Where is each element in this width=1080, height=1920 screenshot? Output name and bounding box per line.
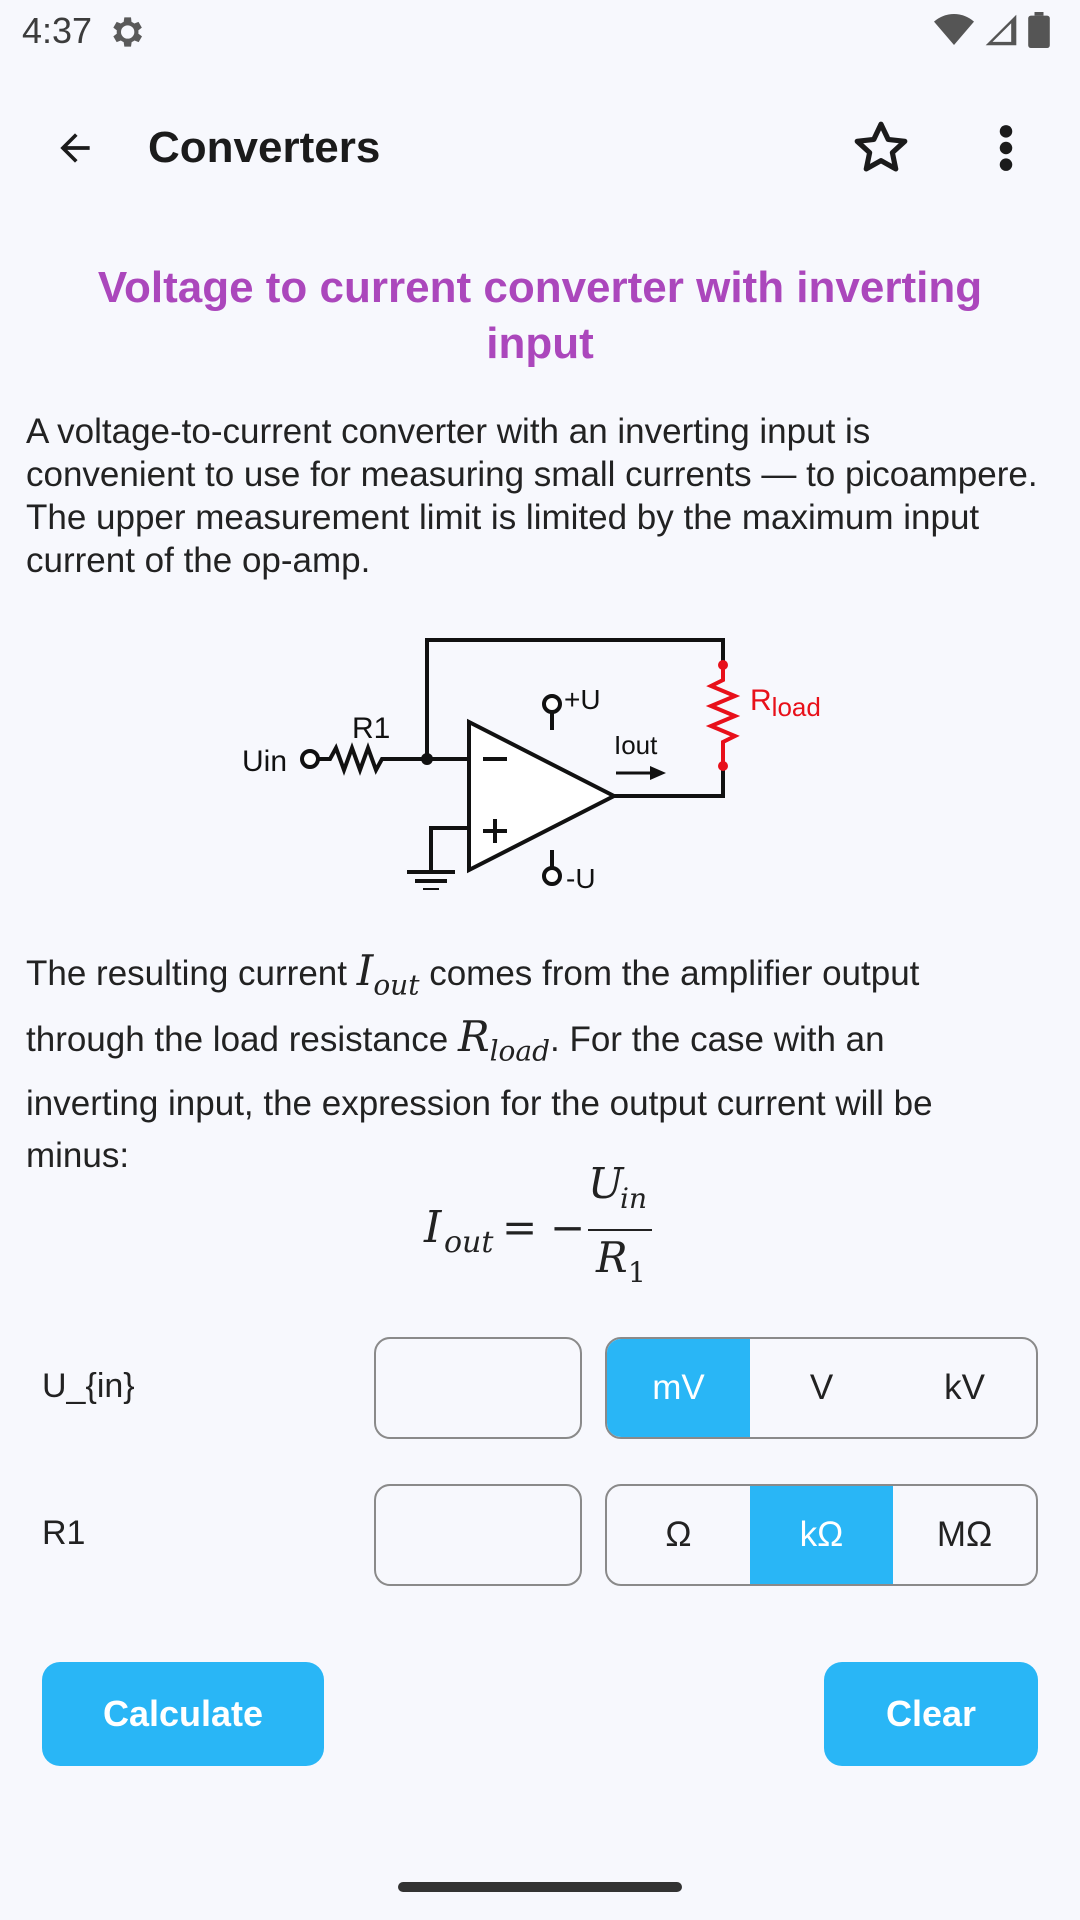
plus-u-label: +U — [564, 684, 601, 715]
formula-lhs-sub: out — [444, 1225, 494, 1260]
gear-icon — [113, 17, 142, 47]
minus-u-label: -U — [566, 863, 596, 890]
star-outline-icon — [854, 121, 908, 172]
signal-icon — [985, 14, 1017, 46]
formula: I out = − U in R 1 — [423, 1160, 652, 1289]
formula-minus: − — [550, 1203, 585, 1252]
app-bar-title: Converters — [148, 123, 381, 172]
uin-unit-selector: mV V kV — [605, 1337, 1038, 1439]
uin-label: Uin — [242, 745, 287, 778]
battery-icon — [1028, 12, 1050, 48]
clear-button[interactable]: Clear — [824, 1662, 1038, 1766]
formula-den-main: R — [595, 1233, 628, 1282]
r1-unit-selector: Ω kΩ MΩ — [605, 1484, 1038, 1586]
unit-option-mv[interactable]: mV — [607, 1339, 750, 1437]
unit-option-kv[interactable]: kV — [944, 1368, 985, 1407]
more-vert-icon — [999, 125, 1013, 171]
rload-sub-inline: load — [489, 1034, 551, 1068]
formula-den-sub: 1 — [628, 1256, 646, 1289]
intro-paragraph: A voltage-to-current converter with an i… — [26, 412, 1038, 580]
rload-main-inline: R — [457, 1012, 490, 1062]
more-options-button[interactable] — [976, 116, 1036, 180]
unit-option-v[interactable]: V — [809, 1368, 834, 1407]
op-amp-symbol — [467, 718, 619, 874]
rload-symbol: Rload — [457, 1012, 550, 1067]
favorite-button[interactable] — [846, 116, 916, 180]
op-amp-plus-sign — [483, 819, 507, 843]
circuit-diagram: R1 Uin +U -U Iout Rload — [242, 638, 821, 890]
uin-value-input[interactable] — [374, 1337, 582, 1439]
iout-symbol: Iout — [356, 946, 420, 1001]
status-time: 4:37 — [22, 10, 93, 51]
circuit-wires — [318, 638, 725, 890]
formula-equals: = — [502, 1203, 537, 1252]
page-title: Voltage to current converter with invert… — [97, 263, 983, 368]
rload-sub: load — [772, 692, 821, 722]
para2-text-3: through the load resistance — [26, 1020, 458, 1060]
plus-supply-terminal — [542, 694, 562, 714]
formula-num-main: U — [588, 1160, 625, 1208]
para2-text-2: comes from the amplifier output — [419, 954, 920, 993]
status-bar: 4:37 — [0, 0, 1080, 64]
para2-text-6: minus: — [26, 1135, 130, 1175]
unit-option-mohm[interactable]: MΩ — [936, 1515, 993, 1554]
r1-label: R1 — [352, 712, 390, 745]
unit-option-ohm[interactable]: Ω — [665, 1515, 692, 1554]
load-resistor — [705, 660, 741, 771]
para2-text-5: inverting input, the expression for the … — [26, 1083, 933, 1123]
home-indicator[interactable] — [398, 1882, 682, 1892]
formula-lhs-main: I — [423, 1202, 443, 1253]
minus-supply-terminal — [542, 866, 562, 886]
explanation-paragraph: The resulting current Iout comes from th… — [26, 945, 1046, 1182]
input-terminal — [300, 749, 320, 769]
unit-option-kohm[interactable]: kΩ — [750, 1486, 893, 1584]
app-bar: Converters — [0, 100, 1080, 196]
arrow-back-icon — [60, 133, 90, 163]
rload-main: R — [750, 684, 772, 717]
formula-num-sub: in — [620, 1182, 647, 1215]
rload-label: Rload — [750, 684, 821, 722]
back-button[interactable] — [40, 120, 110, 176]
uin-row-label: U_{in} — [42, 1367, 135, 1405]
para2-text-4: . For the case with an — [550, 1020, 885, 1060]
r1-row-label: R1 — [42, 1514, 86, 1552]
r1-value-input[interactable] — [374, 1484, 582, 1586]
junction-node — [421, 753, 433, 765]
current-arrow — [616, 766, 666, 780]
iout-label: Iout — [614, 730, 658, 760]
calculate-button[interactable]: Calculate — [42, 1662, 324, 1766]
status-icons — [934, 12, 1050, 48]
wifi-icon — [934, 14, 974, 45]
iout-sub: out — [373, 968, 420, 1002]
iout-main: I — [356, 946, 374, 995]
para2-text-1: The resulting current — [26, 954, 357, 993]
